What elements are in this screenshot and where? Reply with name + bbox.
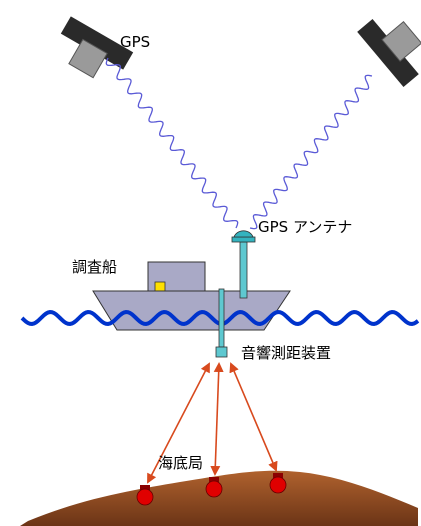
- survey-ship-icon: [92, 261, 291, 331]
- seafloor-transponder-center-icon: [205, 477, 223, 498]
- gps-signal-left: [105, 57, 239, 229]
- ship-cabin-window: [154, 281, 166, 292]
- acoustic-transducer-icon: [215, 346, 228, 358]
- acoustic-path-center: [210, 362, 224, 476]
- seafloor: [20, 470, 418, 526]
- gps-antenna-label: GPS アンテナ: [258, 218, 352, 236]
- gps-satellite-left-icon: [60, 16, 134, 79]
- survey-ship-label: 調査船: [72, 258, 117, 276]
- gps-satellite-right-icon: [357, 18, 421, 88]
- acoustic-path-right: [229, 362, 278, 472]
- gps-label: GPS: [120, 33, 150, 51]
- seafloor-transponder-left-icon: [136, 485, 154, 506]
- gps-signal-right: [249, 74, 373, 230]
- antenna-pole: [239, 241, 248, 299]
- transducer-pole: [218, 288, 225, 348]
- acoustic-path-left: [147, 362, 210, 484]
- gps-antenna-icon: [233, 230, 254, 238]
- antenna-base: [231, 236, 256, 243]
- seafloor-transponder-right-icon: [269, 473, 287, 494]
- seafloor-station-label: 海底局: [158, 454, 203, 472]
- acoustic-ranging-label: 音響測距装置: [241, 344, 331, 362]
